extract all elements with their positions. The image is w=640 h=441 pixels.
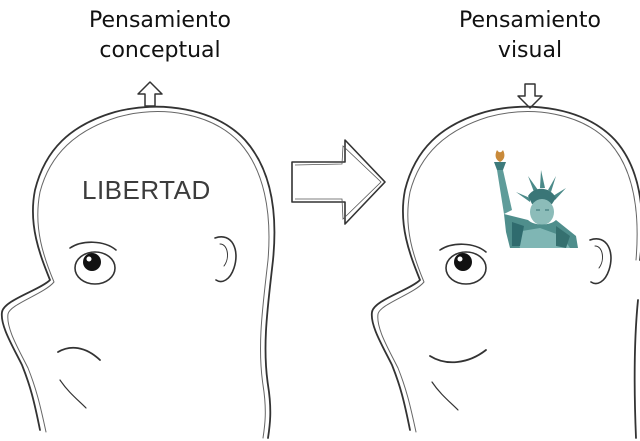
arrow-right-outline-icon — [291, 139, 386, 225]
statue-of-liberty-icon — [494, 150, 578, 248]
arrow-down-outline-icon — [517, 83, 543, 109]
caption-conceptual-line1: Pensamiento — [88, 8, 231, 33]
head-left — [0, 105, 276, 439]
caption-conceptual-line2: conceptual — [99, 38, 221, 63]
caption-visual: Pensamiento visual — [430, 6, 630, 66]
word-libertad: LIBERTAD — [82, 175, 211, 205]
head-right — [370, 105, 640, 439]
arrow-up-outline-icon — [137, 81, 163, 107]
caption-visual-line2: visual — [497, 38, 563, 63]
caption-visual-line1: Pensamiento — [458, 8, 601, 33]
caption-conceptual: Pensamiento conceptual — [60, 6, 260, 66]
